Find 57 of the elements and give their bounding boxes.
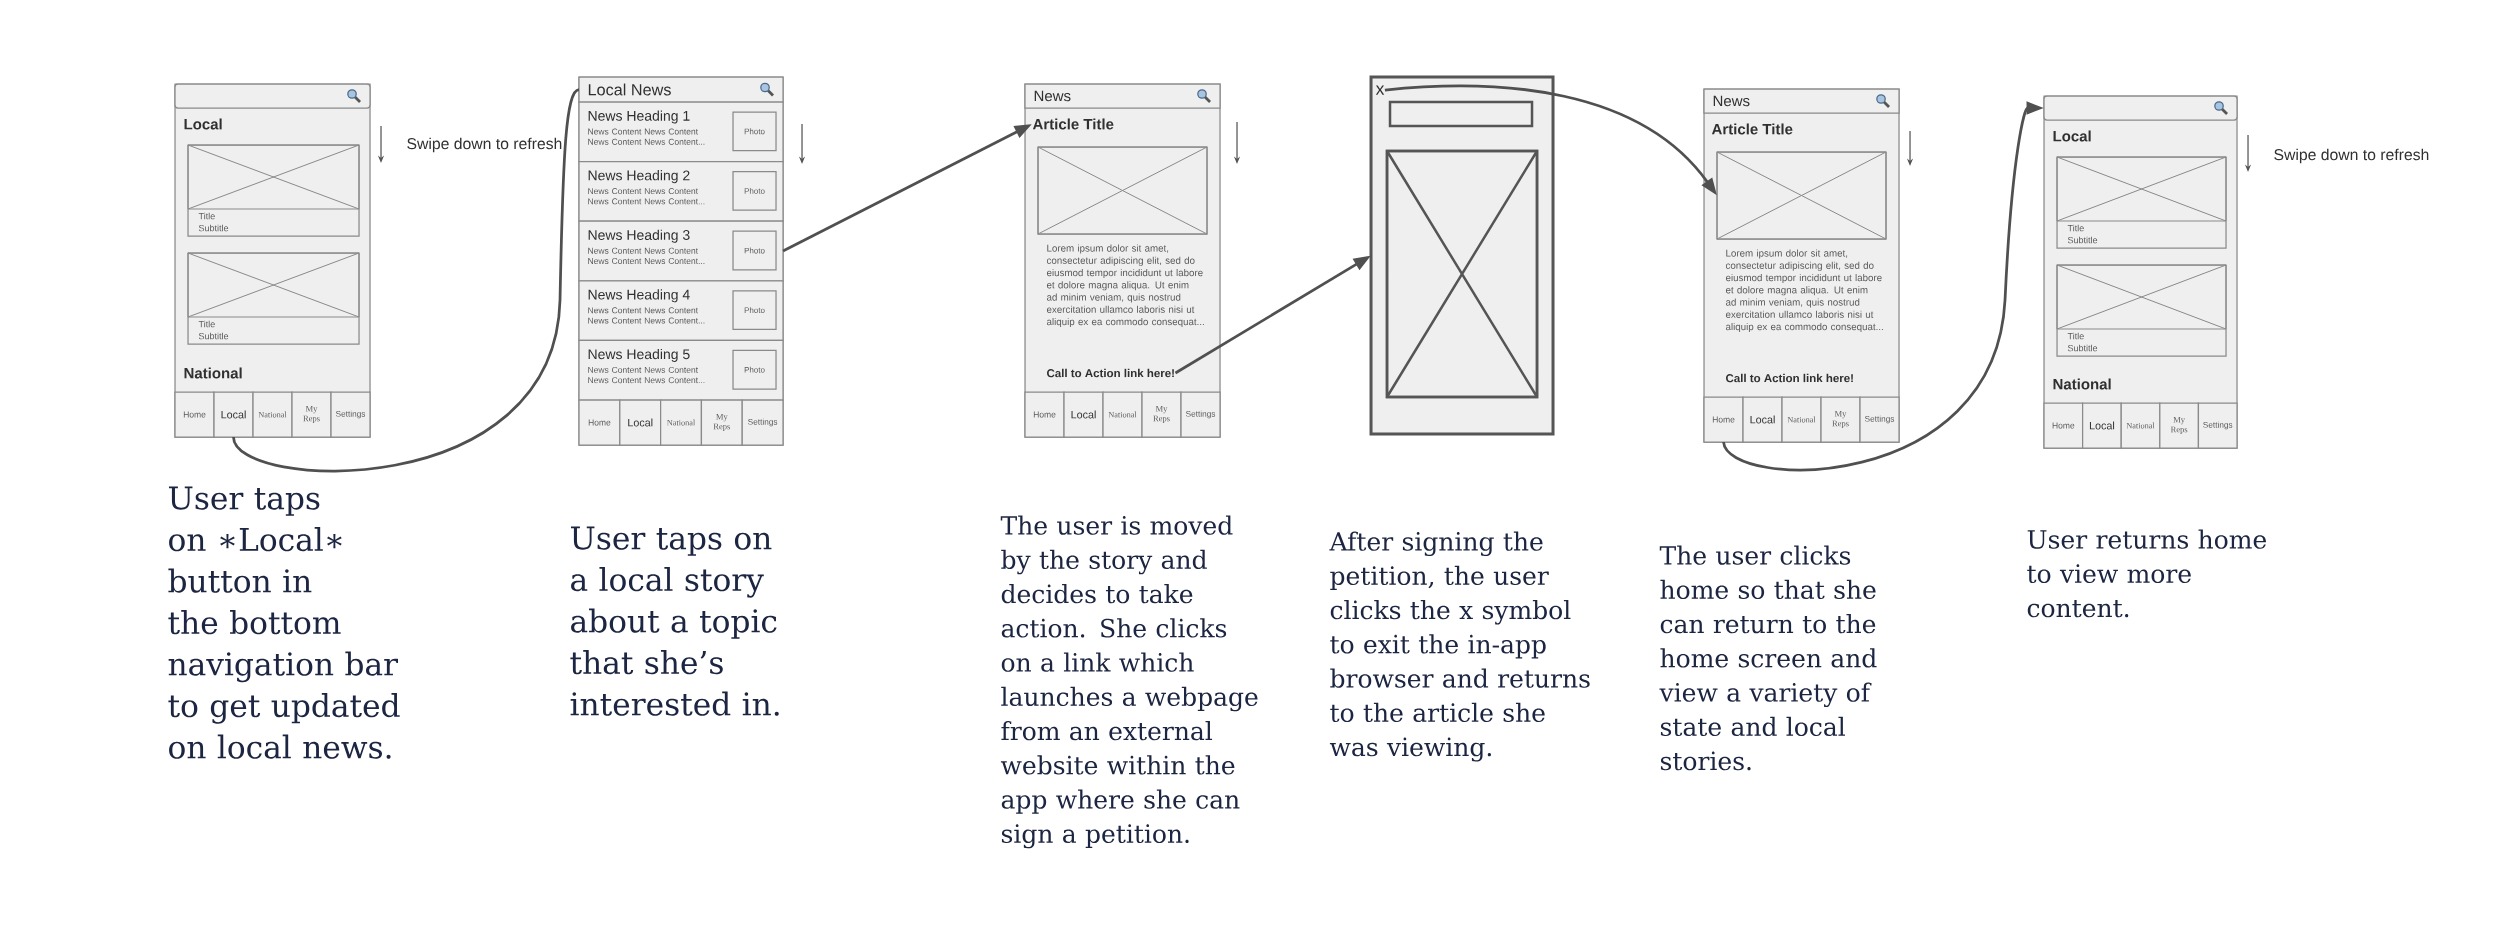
image-placeholder	[1716, 151, 1887, 240]
nav-tab: Local	[213, 391, 254, 438]
news-card: Title Subtitle	[2056, 156, 2227, 249]
nav-tab: Home	[1024, 391, 1065, 438]
nav-tab: Home	[1703, 396, 1744, 443]
nav-tab: Home	[2043, 402, 2084, 449]
app-header: News	[1024, 83, 1221, 109]
image-placeholder	[1037, 146, 1208, 235]
step-description: User taps on ∗Local∗ button in the bottom navigation bar to get updated on local news.	[168, 486, 400, 759]
nav-tab: My Reps	[700, 399, 743, 446]
step-description: User taps on a local story about a topic that she’s interested in.	[570, 526, 779, 716]
nav-tab: My Reps	[2159, 402, 2200, 449]
article-title: Article Title	[1032, 118, 1114, 130]
nav-tab: Local	[619, 399, 662, 446]
photo-box: Photo	[732, 111, 777, 152]
address-bar	[1388, 100, 1534, 128]
nav-tab: National	[660, 399, 703, 446]
step-description: After signing the petition, the user clicks the x symbol to exit the in-app browser and returns to the article she was viewing.	[1329, 531, 1590, 762]
news-card: Title Subtitle	[187, 144, 360, 237]
nav-tab: Local	[1063, 391, 1104, 438]
nav-tab: Settings	[741, 399, 784, 446]
nav-tab: Home	[578, 399, 621, 446]
photo-box: Photo	[732, 171, 777, 211]
nav-tab: My Reps	[291, 391, 332, 438]
step-description: User returns home to view more content.	[2027, 529, 2266, 618]
article-title: Article Title	[1711, 123, 1793, 135]
news-card: Title Subtitle	[187, 252, 360, 345]
photo-box: Photo	[732, 290, 777, 331]
link-text: Call to Action link here!	[1047, 368, 1174, 378]
nav-tab: National	[252, 391, 293, 438]
app-header	[174, 83, 371, 109]
hint-text: Swipe down to refresh	[407, 137, 562, 153]
nav-tab: Local	[1742, 396, 1783, 443]
nav-tab: Settings	[2197, 402, 2238, 449]
step-description: The user clicks home so that she can return to the home screen and view a variety of state and local stories.	[1659, 545, 1877, 771]
connector-line	[232, 88, 580, 472]
nav-tab: My Reps	[1820, 396, 1861, 443]
nav-tab: National	[1102, 391, 1143, 438]
nav-tab: Local	[2082, 402, 2122, 449]
nav-tab: National	[1781, 396, 1822, 443]
photo-box: Photo	[732, 349, 777, 390]
nav-tab: Home	[174, 391, 215, 438]
app-header: News	[1703, 88, 1900, 114]
step-description: The user is moved by the story and decides to take action. She clicks on a link which launches a webpage from an external website within the app where she can sign a petition.	[1000, 515, 1258, 849]
news-card: Title Subtitle	[2056, 264, 2227, 357]
hint-text: Swipe down to refresh	[2274, 148, 2429, 164]
nav-tab: My Reps	[1141, 391, 1182, 438]
nav-tab: Settings	[1859, 396, 1900, 443]
nav-tab: Settings	[1180, 391, 1221, 438]
app-header: Local News	[578, 76, 784, 103]
close-symbol: x	[1375, 85, 1385, 95]
nav-tab: National	[2120, 402, 2161, 449]
app-header	[2043, 95, 2238, 121]
image-placeholder	[1385, 149, 1539, 399]
photo-box: Photo	[732, 230, 777, 271]
nav-tab: Settings	[330, 391, 371, 438]
link-text: Call to Action link here!	[1726, 373, 1853, 383]
